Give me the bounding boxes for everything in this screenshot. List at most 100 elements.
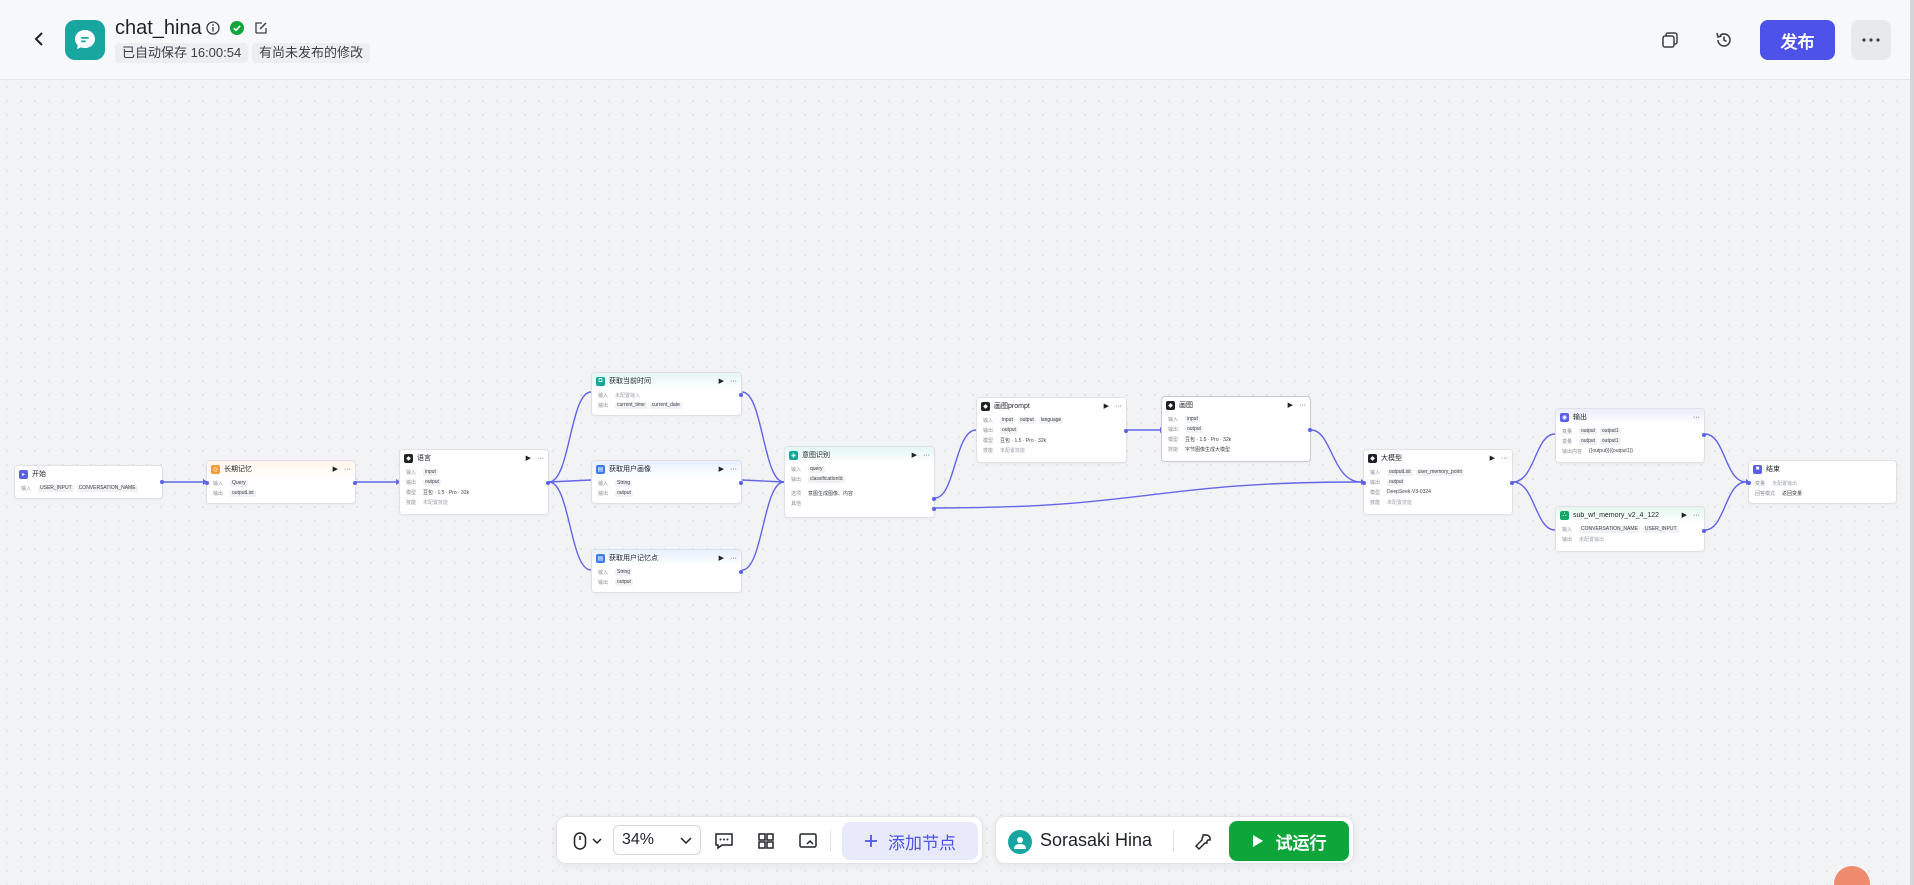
output-port[interactable] xyxy=(1702,529,1706,533)
output-port-other[interactable] xyxy=(932,507,936,511)
end-node-icon: ■ xyxy=(1753,464,1762,474)
node-end[interactable]: ■ 结束 变量未配置输出 回答模式返回变量 xyxy=(1747,460,1897,504)
output-port-option[interactable] xyxy=(932,497,936,501)
output-port[interactable] xyxy=(353,481,357,485)
node-subworkflow[interactable]: ⛬ sub_wf_memory_v2_4_122 ▶ ··· 输入 CONVER… xyxy=(1555,506,1706,552)
node-more-icon[interactable]: ··· xyxy=(1299,401,1306,409)
plugin-icon: ⧉ xyxy=(596,376,605,386)
avatar[interactable] xyxy=(1008,830,1032,854)
run-node-icon[interactable]: ▶ xyxy=(525,455,531,462)
node-more-icon[interactable]: ··· xyxy=(1693,413,1700,421)
user-name[interactable]: Sorasaki Hina xyxy=(1040,830,1153,850)
autosave-badge: 已自动保存 16:00:54 xyxy=(115,43,249,63)
node-more-icon[interactable]: ··· xyxy=(923,451,930,459)
publish-button[interactable]: 发布 xyxy=(1760,20,1835,60)
comment-icon xyxy=(715,833,733,850)
output-port[interactable] xyxy=(546,481,550,485)
run-node-icon[interactable]: ▶ xyxy=(1287,402,1293,409)
node-more-icon[interactable]: ··· xyxy=(537,454,544,462)
llm-icon: ◆ xyxy=(981,401,990,411)
user-icon xyxy=(1014,837,1026,849)
more-button[interactable] xyxy=(1851,20,1891,60)
input-port[interactable] xyxy=(1362,481,1366,485)
run-node-icon[interactable]: ▶ xyxy=(1103,403,1109,410)
layout-grid-icon xyxy=(758,833,774,849)
node-draw-prompt[interactable]: ◆ 画图prompt ▶ ··· 输入 input output languag… xyxy=(976,397,1128,463)
edit-icon[interactable] xyxy=(253,20,269,36)
output-port[interactable] xyxy=(1510,481,1514,485)
scrollbar[interactable] xyxy=(1910,0,1914,885)
wrench-icon xyxy=(1195,834,1211,850)
run-node-icon[interactable]: ▶ xyxy=(718,466,724,473)
node-more-icon[interactable]: ··· xyxy=(1501,454,1508,462)
header: chat_hina 已自动保存 16:00:54 有尚未发布的修改 发布 xyxy=(0,0,1910,80)
run-node-icon[interactable]: ▶ xyxy=(718,555,724,562)
mouse-icon xyxy=(573,832,586,850)
chat-bubble-icon xyxy=(75,30,95,49)
run-node-icon[interactable]: ▶ xyxy=(911,452,917,459)
history-button[interactable] xyxy=(1706,22,1742,58)
node-large-model[interactable]: ◆ 大模型 ▶ ··· 输入 outputList user_memory_po… xyxy=(1362,449,1514,515)
node-more-icon[interactable]: ··· xyxy=(730,377,737,385)
chevron-down-icon xyxy=(680,836,692,844)
intent-icon: ◈ xyxy=(789,450,798,460)
output-port[interactable] xyxy=(1308,428,1312,432)
output-port[interactable] xyxy=(739,481,743,485)
input-port[interactable] xyxy=(1747,481,1751,485)
app-title: chat_hina xyxy=(115,17,202,39)
app-logo xyxy=(65,20,105,60)
zoom-value: 34% xyxy=(622,831,655,848)
output-port[interactable] xyxy=(160,480,164,484)
play-icon xyxy=(1252,835,1263,847)
copy-button[interactable] xyxy=(1652,22,1688,58)
output-port[interactable] xyxy=(739,393,743,397)
history-icon xyxy=(1716,32,1731,47)
interaction-mode-button[interactable] xyxy=(569,829,605,853)
node-more-icon[interactable]: ··· xyxy=(730,465,737,473)
published-check-icon xyxy=(229,20,245,36)
input-port[interactable] xyxy=(205,481,209,485)
add-node-button[interactable]: 添加节点 xyxy=(842,822,978,860)
minimap-button[interactable] xyxy=(796,829,820,853)
back-button[interactable] xyxy=(28,28,50,50)
llm-icon: ◆ xyxy=(1166,400,1175,410)
debug-settings-button[interactable] xyxy=(1192,829,1216,853)
output-icon: ◉ xyxy=(1560,412,1569,422)
node-more-icon[interactable]: ··· xyxy=(344,465,351,473)
node-output[interactable]: ◉ 输出 ··· 变量 output output1 变量 output out… xyxy=(1555,408,1706,463)
run-node-icon[interactable]: ▶ xyxy=(718,378,724,385)
plus-icon xyxy=(865,835,877,847)
output-port[interactable] xyxy=(1124,429,1128,433)
code-icon: ▤ xyxy=(596,553,605,563)
node-more-icon[interactable]: ··· xyxy=(1693,511,1700,519)
run-node-icon[interactable]: ▶ xyxy=(1681,512,1687,519)
zoom-select[interactable]: 34% xyxy=(613,825,701,855)
info-icon[interactable] xyxy=(205,20,221,36)
workflow-icon: ⛬ xyxy=(1560,510,1569,520)
assistant-avatar[interactable] xyxy=(1834,866,1870,885)
output-port[interactable] xyxy=(1702,433,1706,437)
copy-icon xyxy=(1662,32,1678,48)
llm-icon: ◆ xyxy=(404,453,413,463)
comment-button[interactable] xyxy=(712,829,736,853)
chevron-down-icon xyxy=(591,838,602,844)
canvas-toolbar: 34% 添加节点 xyxy=(556,816,983,864)
node-more-icon[interactable]: ··· xyxy=(730,554,737,562)
run-node-icon[interactable]: ▶ xyxy=(1489,455,1495,462)
output-port[interactable] xyxy=(739,570,743,574)
chevron-left-icon xyxy=(34,32,43,46)
llm-icon: ◆ xyxy=(1368,453,1377,463)
node-more-icon[interactable]: ··· xyxy=(1115,402,1122,410)
unpublished-badge: 有尚未发布的修改 xyxy=(252,43,371,63)
node-start[interactable]: ▸ 开始 输入 USER_INPUT CONVERSATION_NAME xyxy=(14,465,164,499)
auto-layout-button[interactable] xyxy=(754,829,778,853)
test-run-button[interactable]: 试运行 xyxy=(1229,821,1349,861)
run-node-icon[interactable]: ▶ xyxy=(332,466,338,473)
